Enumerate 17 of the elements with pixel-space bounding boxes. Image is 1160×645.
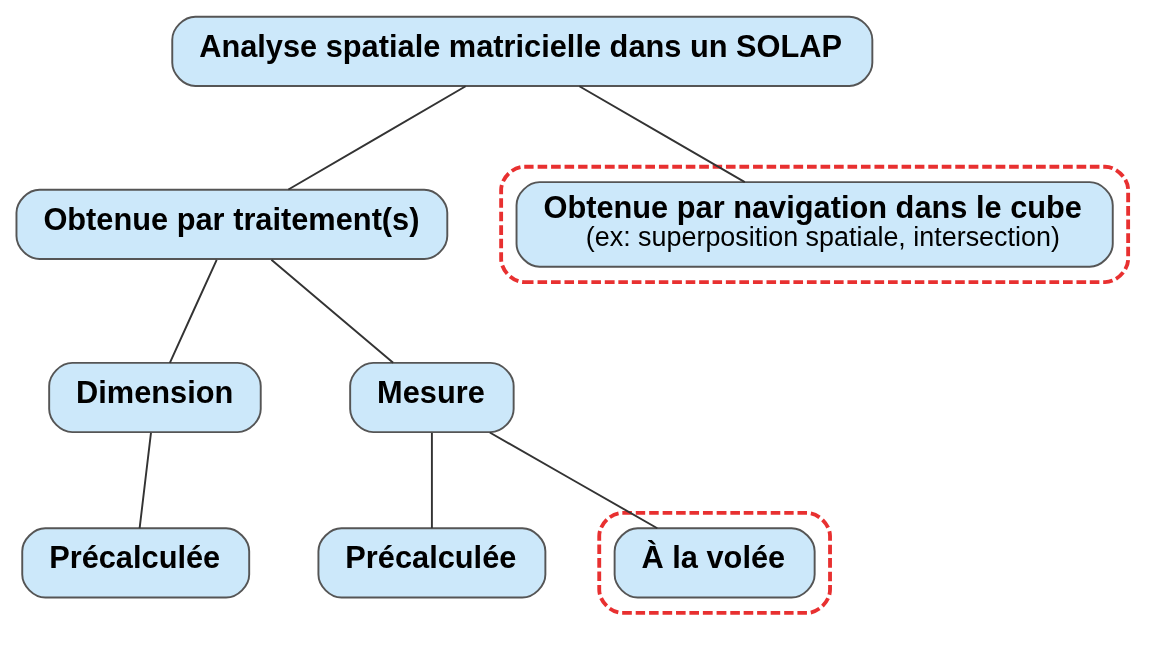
node-box: Obtenue par traitement(s) [15,188,449,260]
connector [488,431,659,530]
node-box: Obtenue par navigation dans le cube (ex: superposition spatiale, intersection) [515,181,1114,268]
connector [270,258,395,364]
connector [430,431,433,530]
connector [287,85,467,191]
cluster [597,511,832,615]
node-box: Analyse spatiale matricielle dans un SOLAP [171,15,874,87]
node-box: Dimension [48,361,262,434]
connector [168,258,218,364]
connector [578,85,746,184]
cluster [499,164,1131,285]
node-box: Précalculée [21,527,251,599]
connector [138,431,152,530]
node-box: Précalculée [317,527,547,599]
node-box: À la volée [613,527,816,599]
node-box: Mesure [349,361,515,434]
